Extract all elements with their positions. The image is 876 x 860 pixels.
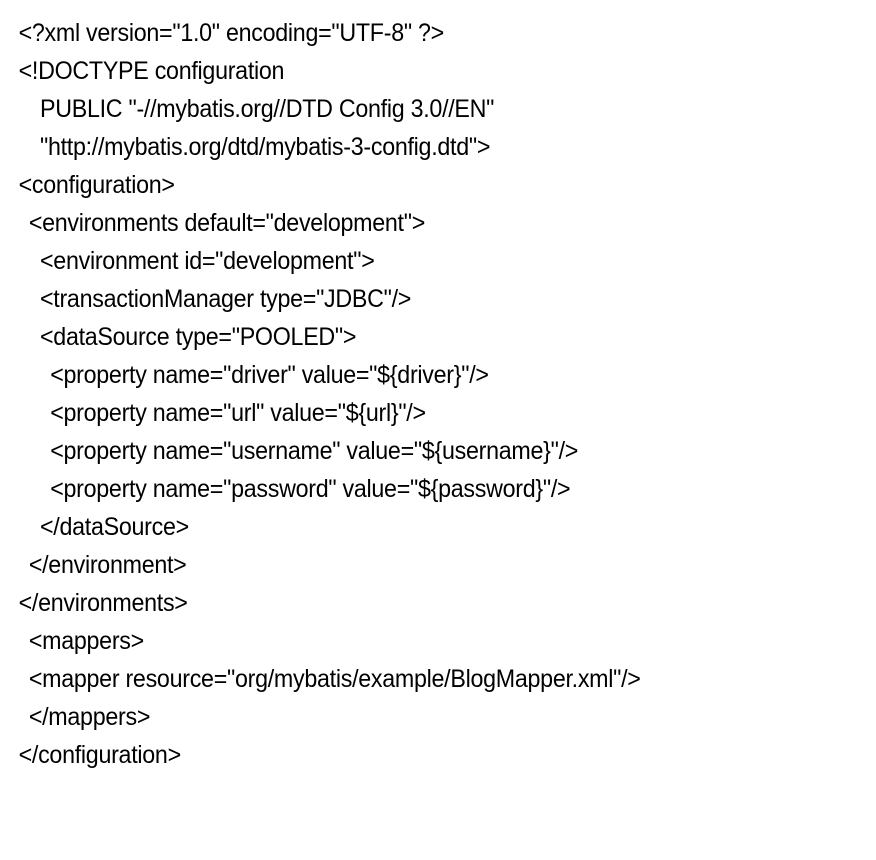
- code-line: <property name="password" value="${passw…: [50, 475, 571, 503]
- code-line: <mappers>: [28, 627, 144, 655]
- code-line: <mapper resource="org/mybatis/example/Bl…: [28, 665, 641, 693]
- code-line: <transactionManager type="JDBC"/>: [39, 285, 412, 313]
- code-line: </environments>: [18, 589, 188, 617]
- code-line: <?xml version="1.0" encoding="UTF-8" ?>: [18, 19, 445, 47]
- code-line: <property name="driver" value="${driver}…: [50, 361, 489, 389]
- code-line: <configuration>: [18, 171, 175, 199]
- code-line: <dataSource type="POOLED">: [39, 323, 357, 351]
- code-line: </environment>: [28, 551, 187, 579]
- code-line: </configuration>: [18, 741, 182, 769]
- code-line: <!DOCTYPE configuration: [18, 57, 285, 85]
- code-line: <property name="url" value="${url}"/>: [50, 399, 426, 427]
- code-line: </dataSource>: [39, 513, 189, 541]
- code-line: PUBLIC "-//mybatis.org//DTD Config 3.0//…: [39, 95, 495, 123]
- code-line: <environments default="development">: [28, 209, 425, 237]
- code-line: </mappers>: [28, 703, 151, 731]
- code-line: "http://mybatis.org/dtd/mybatis-3-config…: [39, 133, 491, 161]
- code-line: <environment id="development">: [39, 247, 375, 275]
- code-line: <property name="username" value="${usern…: [50, 437, 579, 465]
